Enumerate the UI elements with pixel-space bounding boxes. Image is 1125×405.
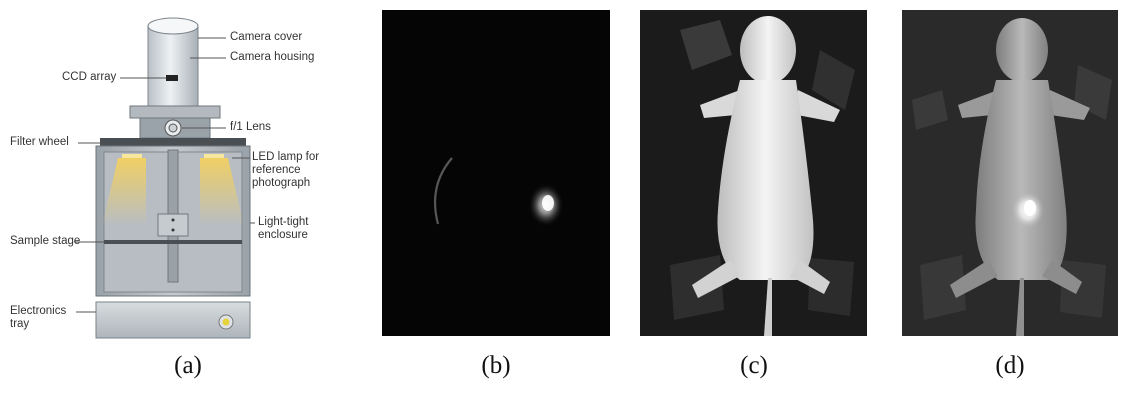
lens-assembly <box>129 105 221 139</box>
panel-c-reference-photograph <box>640 10 867 336</box>
panel-d-overlay-image <box>902 10 1118 336</box>
light-tight-enclosure <box>95 145 251 297</box>
caption-d: (d) <box>995 352 1025 379</box>
label-ccd-array: CCD array <box>62 71 117 83</box>
caption-c: (c) <box>740 352 768 379</box>
electronics-tray <box>95 301 251 339</box>
label-filter-wheel: Filter wheel <box>10 136 69 148</box>
label-camera-cover: Camera cover <box>230 31 303 43</box>
label-led-lamp: LED lamp for reference photograph <box>252 151 320 189</box>
callout-leaders <box>74 37 255 313</box>
mouse-overlay-image <box>912 18 1112 336</box>
label-electronics-tray: Electronics tray <box>10 305 67 330</box>
panel-a-instrument-diagram: Camera cover Camera housing CCD array f/… <box>0 0 360 340</box>
caption-b: (b) <box>481 352 511 379</box>
mouse-reference-image <box>670 16 855 336</box>
label-camera-housing: Camera housing <box>230 51 315 63</box>
panel-b-fluorescence-image <box>382 10 610 336</box>
imaging-system-illustration <box>74 17 255 339</box>
ccd-array <box>166 75 178 81</box>
fluorescence-signal <box>434 157 564 227</box>
camera-cover <box>147 17 199 107</box>
label-light-tight-enclosure: Light-tight enclosure <box>258 216 309 241</box>
indicator-light <box>222 318 230 326</box>
caption-a: (a) <box>174 352 202 379</box>
label-lens: f/1 Lens <box>230 121 271 133</box>
filter-wheel <box>100 138 246 146</box>
label-sample-stage: Sample stage <box>10 235 81 247</box>
